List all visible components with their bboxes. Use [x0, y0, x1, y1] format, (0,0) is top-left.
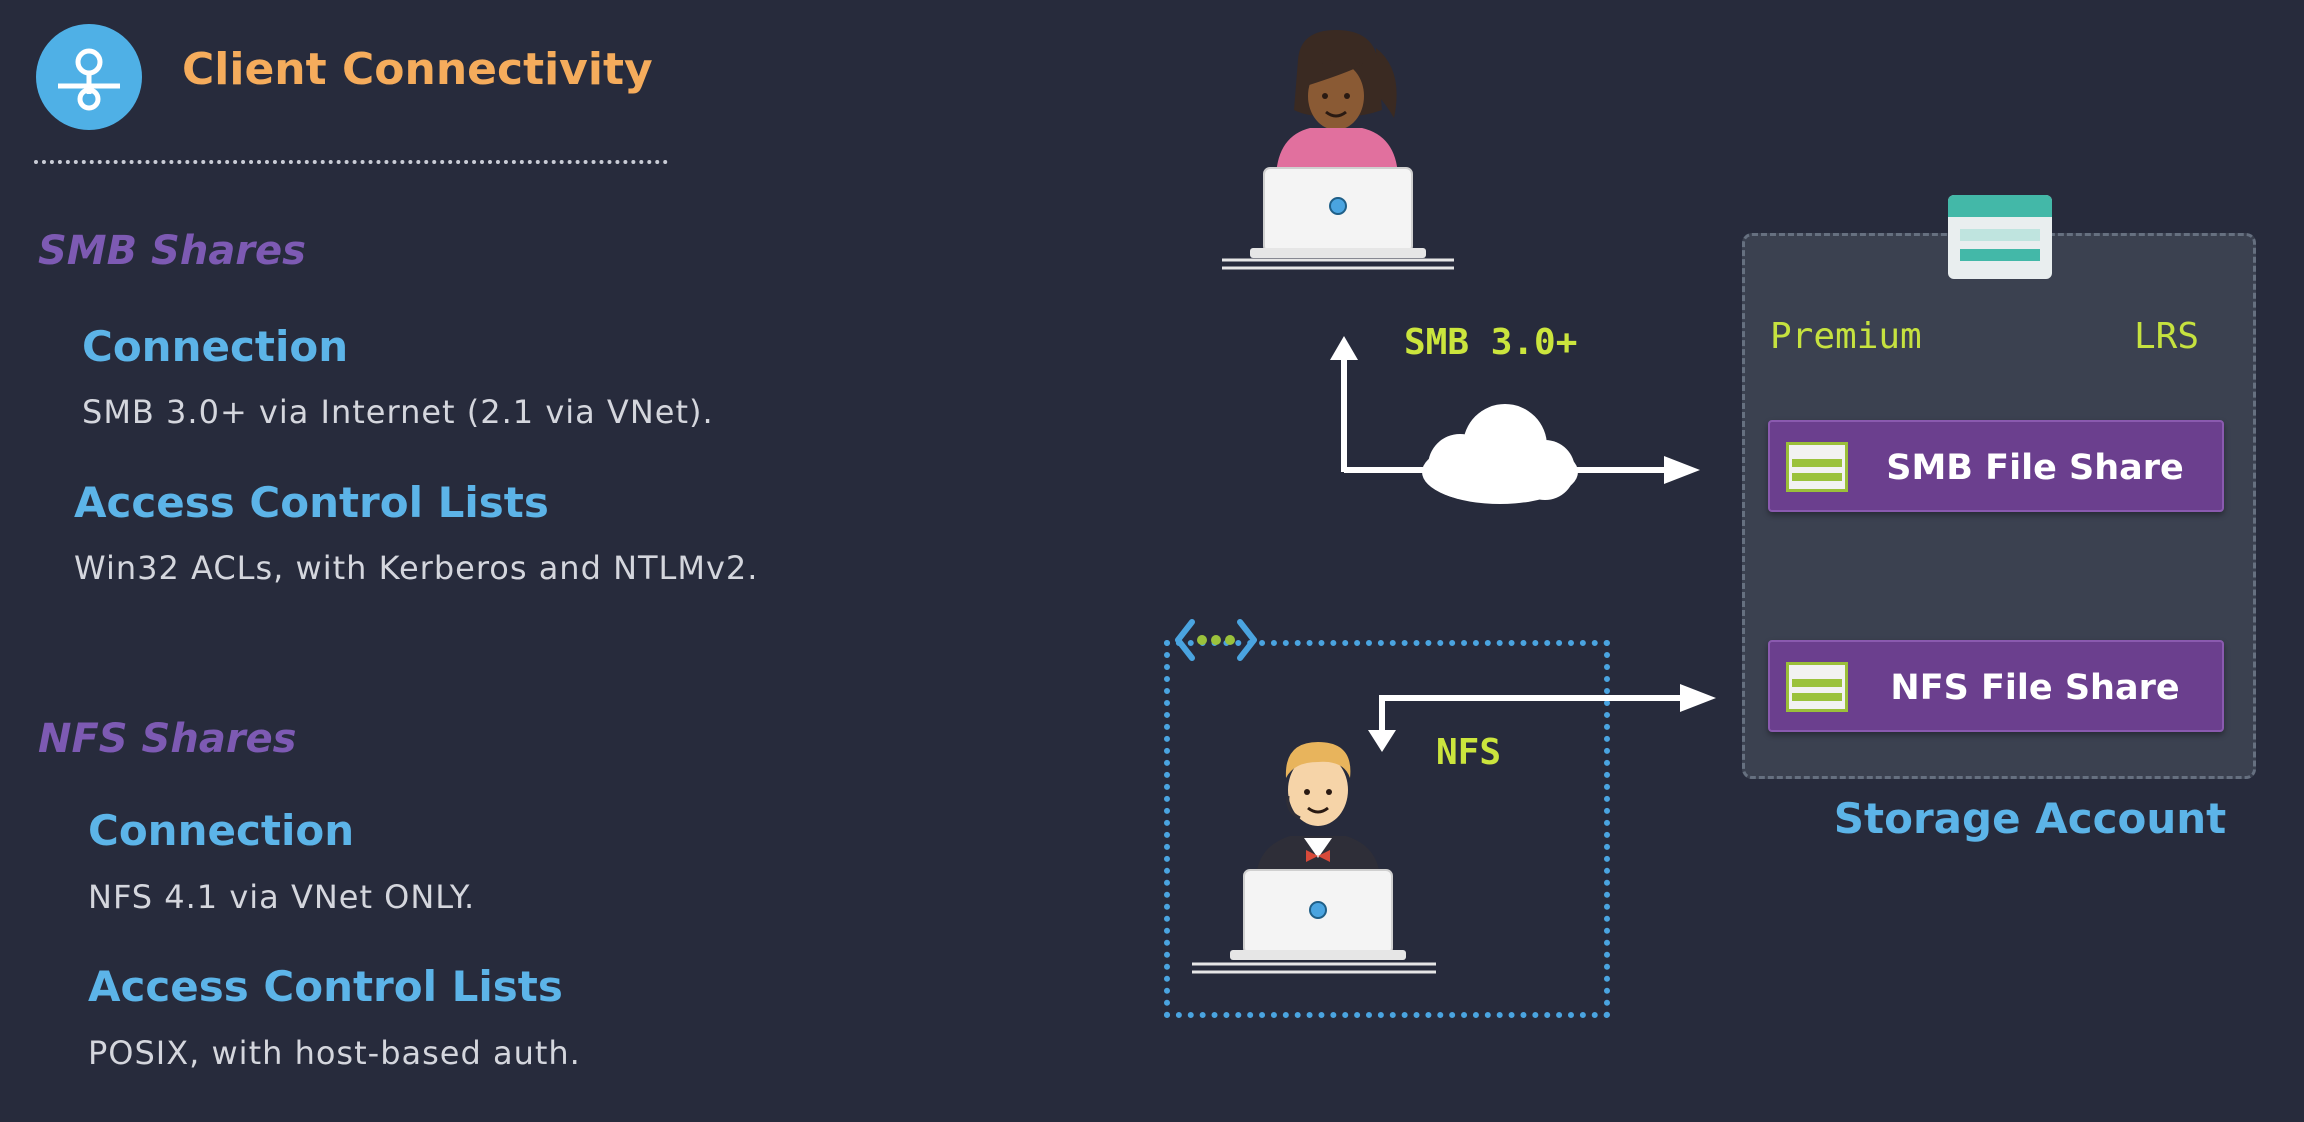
smb-file-share-label: SMB File Share: [1886, 448, 2184, 488]
nfs-protocol-label: NFS: [1436, 732, 1502, 773]
header-divider: [34, 160, 668, 164]
vnet-boundary: [1164, 640, 1610, 1018]
smb-acl-heading: Access Control Lists: [74, 478, 549, 527]
cloud-icon: [1422, 404, 1578, 504]
woman-user-laptop-icon: [1222, 30, 1454, 270]
smb-file-share[interactable]: SMB File Share: [1768, 420, 2224, 512]
nfs-acl-text: POSIX, with host-based auth.: [88, 1034, 581, 1072]
storage-account-icon: [1948, 195, 2052, 279]
smb-protocol-label: SMB 3.0+: [1404, 322, 1578, 363]
nfs-connection-heading: Connection: [88, 806, 355, 855]
page-title: Client Connectivity: [182, 44, 653, 95]
nfs-connection-text: NFS 4.1 via VNet ONLY.: [88, 878, 476, 916]
nfs-file-share-label: NFS File Share: [1890, 668, 2180, 708]
man-user-laptop-icon: [1192, 742, 1436, 974]
nfs-connection-arrow: [1368, 684, 1716, 752]
virtual-network-icon: [1175, 619, 1257, 661]
storage-redundancy-label: LRS: [2134, 316, 2200, 357]
network-connectivity-icon: [36, 24, 142, 130]
smb-connection-text: SMB 3.0+ via Internet (2.1 via VNet).: [82, 393, 714, 431]
nfs-acl-heading: Access Control Lists: [88, 962, 563, 1011]
nfs-file-share[interactable]: NFS File Share: [1768, 640, 2224, 732]
file-share-icon: [1786, 442, 1848, 492]
smb-section-title: SMB Shares: [38, 228, 306, 274]
smb-acl-text: Win32 ACLs, with Kerberos and NTLMv2.: [74, 549, 759, 587]
storage-account-title: Storage Account: [1833, 794, 2227, 843]
file-share-icon: [1786, 662, 1848, 712]
storage-tier-label: Premium: [1770, 316, 1922, 357]
nfs-section-title: NFS Shares: [38, 716, 297, 762]
smb-connection-heading: Connection: [82, 322, 349, 371]
